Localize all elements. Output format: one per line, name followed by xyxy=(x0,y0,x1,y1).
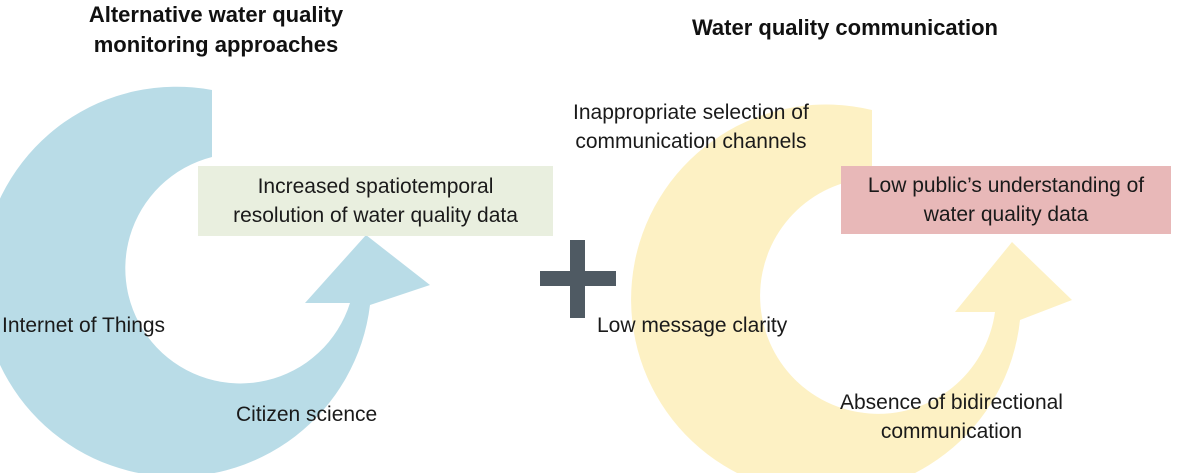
bidirectional-line-1: Absence of bidirectional xyxy=(840,391,1063,414)
left-title-line-1: Alternative water quality xyxy=(88,2,344,27)
left-title-line-2: monitoring approaches xyxy=(93,32,339,57)
left-cycle-arrow xyxy=(0,86,430,473)
left-box-line-2: resolution of water quality data xyxy=(233,204,518,227)
bidirectional-line-2: communication xyxy=(880,420,1023,443)
right-result-box: Low public’s understanding of water qual… xyxy=(841,166,1171,234)
right-box-line-2: water quality data xyxy=(923,203,1089,226)
factor-bidirectional-communication: Absence of bidirectional communication xyxy=(840,388,1063,446)
plus-icon-horizontal-bar xyxy=(540,271,616,286)
right-box-line-1: Low public’s understanding of xyxy=(867,174,1145,197)
left-panel-title: Alternative water quality monitoring app… xyxy=(56,0,376,60)
factor-internet-of-things: Internet of Things xyxy=(2,314,166,337)
right-panel-title: Water quality communication xyxy=(691,15,998,40)
factor-communication-channels: Inappropriate selection of communication… xyxy=(573,98,809,156)
left-box-line-1: Increased spatiotemporal xyxy=(257,175,494,198)
channels-line-2: communication channels xyxy=(575,130,807,153)
factor-low-message-clarity: Low message clarity xyxy=(597,314,788,337)
channels-line-1: Inappropriate selection of xyxy=(573,101,809,124)
left-result-box: Increased spatiotemporal resolution of w… xyxy=(198,166,553,236)
right-cycle-arrow xyxy=(631,104,1072,473)
factor-citizen-science: Citizen science xyxy=(236,403,378,426)
